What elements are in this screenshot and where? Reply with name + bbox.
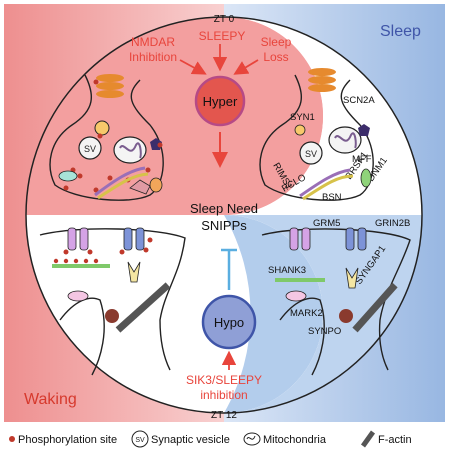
label-waking: Waking <box>24 391 77 408</box>
syn1-blob-waking <box>94 120 110 136</box>
scn2a-channel-waking <box>93 74 124 98</box>
label-sleep-loss-1: Sleep <box>261 35 292 49</box>
label-grin2b: GRIN2B <box>375 218 410 229</box>
legend-sv-label: Synaptic vesicle <box>151 434 230 446</box>
label-mff: MFF <box>352 154 372 165</box>
arrow-sleep-loss <box>233 59 259 75</box>
legend-sv-glyph: SV <box>135 437 145 444</box>
neuron-outlines <box>39 74 411 376</box>
sv-label-sleep: SV <box>305 149 317 159</box>
label-mark2: MARK2 <box>290 308 323 319</box>
label-sik3-inhibition: inhibition <box>200 388 247 402</box>
waking-postsynapse <box>52 227 171 333</box>
waking-presynapse: SV <box>58 74 163 200</box>
legend-phospho-label: Phosphorylation site <box>18 434 117 446</box>
label-sleepy: SLEEPY <box>199 29 246 43</box>
phospho-dot-icon <box>9 436 15 442</box>
mark2-sleep <box>285 290 307 302</box>
label-hypo: Hypo <box>214 315 244 330</box>
label-zt12: ZT 12 <box>211 410 237 421</box>
syngap1-waking <box>127 261 141 283</box>
outer-circle <box>25 16 423 414</box>
label-hyper: Hyper <box>203 94 238 109</box>
scn2a-channel-sleep <box>308 68 336 92</box>
f-actin-waking <box>115 282 171 333</box>
label-inhibition: Inhibition <box>129 50 177 64</box>
label-sleep-loss-2: Loss <box>263 50 288 64</box>
arrow-nmdar <box>179 59 207 75</box>
label-sleep: Sleep <box>380 23 421 40</box>
label-sik3: SIK3/SLEEPY <box>186 373 262 387</box>
label-synpo: SYNPO <box>308 326 341 337</box>
label-shank3: SHANK3 <box>268 265 306 276</box>
hypo-circle <box>201 294 257 350</box>
label-scn2a: SCN2A <box>343 95 375 106</box>
label-syn1: SYN1 <box>290 112 315 123</box>
syngap1-sleep <box>345 267 359 289</box>
label-sleep-need: Sleep Need <box>190 201 258 216</box>
synpo-waking <box>105 309 119 323</box>
synpo-sleep <box>339 309 353 323</box>
label-bsn: BSN <box>322 192 342 203</box>
mark2-waking <box>67 290 89 302</box>
f-actin-sleep <box>352 282 398 333</box>
label-nmdar: NMDAR <box>131 35 175 49</box>
sleep-tail <box>224 215 323 413</box>
sv-icon <box>131 430 149 448</box>
f-actin-icon <box>360 430 376 448</box>
sv-vesicle-sleep <box>299 141 323 165</box>
legend-factin-label: F-actin <box>378 434 412 446</box>
hyper-circle <box>194 75 246 127</box>
label-grm5: GRM5 <box>313 218 340 229</box>
label-zt0: ZT 0 <box>214 14 235 25</box>
sv-vesicle-waking <box>78 136 102 160</box>
mff-sleep <box>358 124 370 136</box>
legend: Phosphorylation site SV Synaptic vesicle… <box>9 430 412 448</box>
legend-mito-label: Mitochondria <box>263 434 327 446</box>
sv-label-waking: SV <box>84 144 96 154</box>
label-snipps: SNIPPs <box>201 218 247 233</box>
